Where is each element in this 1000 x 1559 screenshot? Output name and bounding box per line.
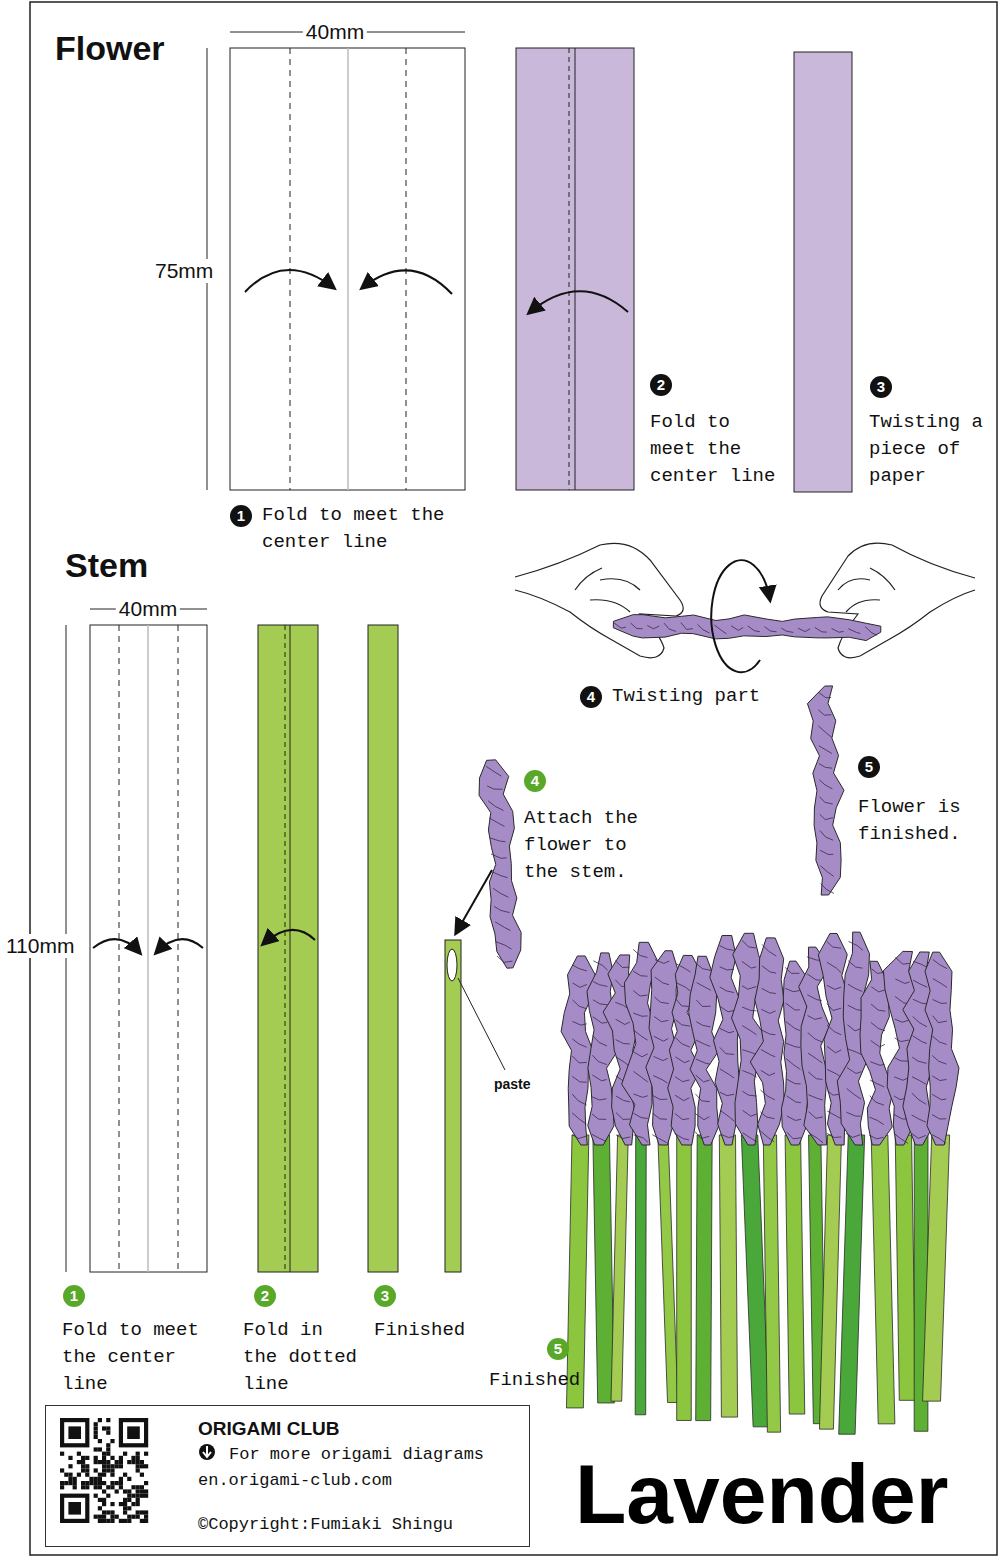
dimension: 110mm	[3, 934, 77, 958]
twisted-paper	[613, 615, 881, 641]
step-text: Fold to meet the center line	[262, 502, 457, 556]
step-text: Twisting a piece of paper	[869, 409, 994, 490]
step-text: Twisting part	[612, 683, 760, 710]
flower-strip	[794, 52, 852, 492]
page-frame	[30, 2, 997, 1555]
callout-number: 2	[650, 374, 672, 396]
section-heading: Flower	[55, 28, 165, 68]
note-text: For more origami diagrams	[229, 1444, 484, 1466]
dimension: 75mm	[152, 259, 216, 283]
callout-number: 3	[870, 376, 892, 398]
flower-step-2	[516, 48, 634, 490]
step-text: Attach the flower to the stem.	[524, 805, 649, 886]
callout-number: 4	[524, 770, 546, 792]
twist-arrow	[711, 560, 770, 672]
brand-name: ORIGAMI CLUB	[198, 1418, 339, 1440]
callout-number: 1	[230, 505, 252, 527]
finished-flowers	[479, 686, 844, 968]
info-box: ORIGAMI CLUB For more origami diagrams en.…	[45, 1405, 530, 1547]
step-text: Fold in the dotted line	[243, 1317, 363, 1398]
part-label: paste	[494, 1076, 531, 1092]
callout-number: 3	[374, 1285, 396, 1307]
section-heading: Stem	[65, 545, 148, 585]
dimension: 40mm	[303, 20, 367, 44]
copyright-text: ©Copyright:Fumiaki Shingu	[198, 1514, 453, 1536]
step-text: Fold to meet the center line	[62, 1317, 212, 1398]
title: Lavender	[575, 1448, 949, 1540]
callout-number: 5	[547, 1338, 569, 1360]
step-text: Fold to meet the center line	[650, 409, 785, 490]
finished-bouquet	[561, 932, 959, 1434]
callout-number: 2	[254, 1285, 276, 1307]
callout-number: 4	[580, 686, 602, 708]
step-text: Finished	[489, 1367, 580, 1394]
step-text: Flower is finished.	[858, 794, 983, 848]
flower-step-1	[207, 32, 465, 490]
stem-step-2	[258, 625, 318, 1272]
qr-code	[60, 1418, 148, 1523]
step-text: Finished	[374, 1317, 465, 1344]
stem-step-1	[66, 609, 207, 1272]
url-text: en.origami-club.com	[198, 1470, 392, 1492]
callout-number: 1	[63, 1285, 85, 1307]
stem-strip	[368, 625, 398, 1272]
down-arrow-icon	[199, 1444, 215, 1460]
dimension: 40mm	[116, 597, 180, 621]
callout-number: 5	[858, 756, 880, 778]
